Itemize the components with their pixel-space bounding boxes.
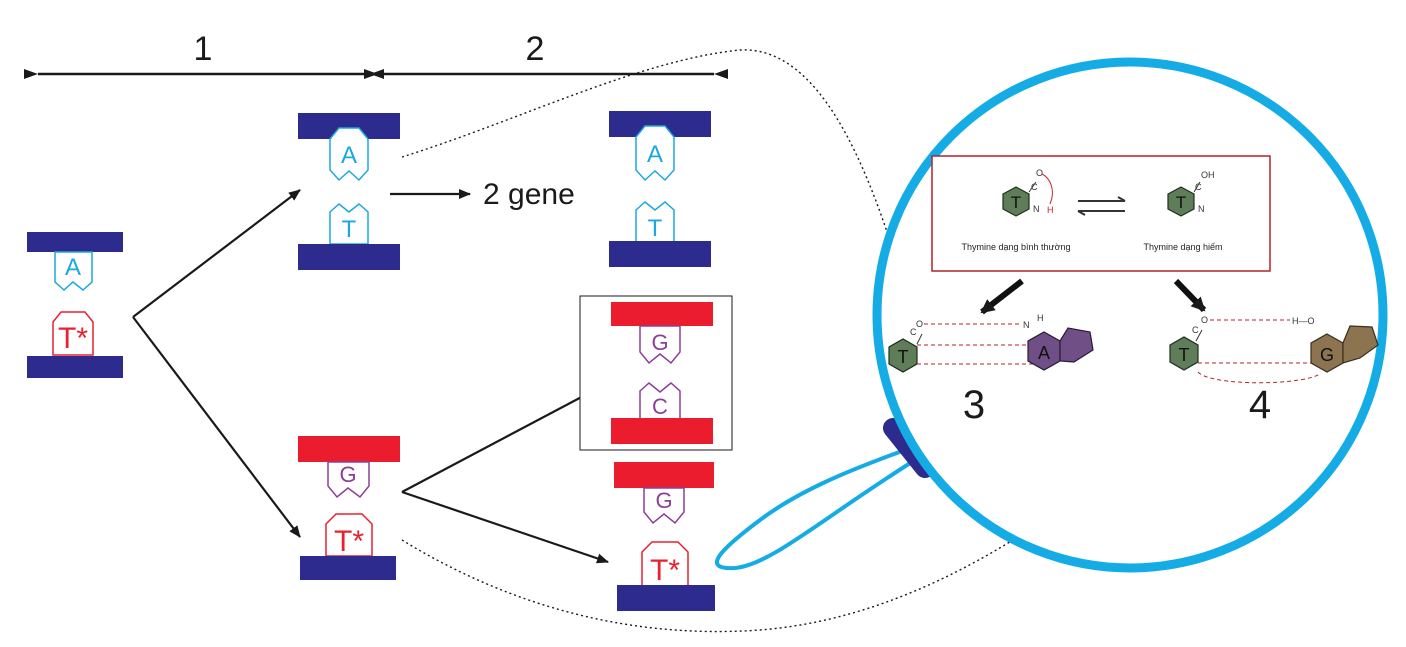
arrow-to-AT (132, 189, 301, 318)
gen2-AT-pair: A T (609, 111, 711, 267)
magnifier (715, 57, 1388, 573)
two-gene-label: 2 gene (483, 178, 575, 211)
gen2-base-G: G (655, 488, 672, 513)
parent-base-Tstar-shape (52, 311, 94, 356)
gen1-base-A: A (341, 142, 357, 169)
gen1-base-T: T (342, 216, 357, 243)
generation-2-span: 2 (364, 30, 728, 79)
gen1-AT-pair: A T (298, 113, 400, 270)
gen2-base-G-boxed: G (651, 330, 668, 355)
thymine-rare-ring (1167, 186, 1195, 217)
gen1-base-G: G (339, 462, 356, 487)
pair4-atom-O: O (1201, 315, 1208, 325)
thymine-rare-T: T (1176, 193, 1186, 212)
atom-O-normal: O (1036, 168, 1043, 178)
arrow-to-GTstar (132, 316, 301, 538)
tautomer-box (931, 155, 1271, 272)
gen1-GTstar-top-strand (298, 436, 400, 462)
thymine-normal-caption: Thymine dạng bình thường (962, 242, 1071, 252)
atom-N-rare: N (1198, 204, 1205, 214)
arrow-to-GTstar-gen2 (401, 490, 609, 564)
generation-1-label: 1 (194, 30, 213, 68)
gen2-base-T: T (648, 215, 663, 242)
pair4-atom-C: C (1192, 325, 1199, 335)
pair4-atom-HO: H—O (1292, 316, 1315, 326)
pair4-thymine-ring (1169, 336, 1199, 371)
pair4-guanine-G: G (1320, 345, 1334, 365)
pair-4-T-G: T C O H—O G 4 (1169, 315, 1379, 427)
parent-bottom-strand (27, 356, 123, 378)
thymine-normal-T: T (1011, 193, 1021, 212)
gen2-GTstar-pair: G T* (614, 462, 715, 611)
atom-N-normal: N (1033, 204, 1040, 214)
parent-top-strand (27, 232, 123, 252)
gen1-base-Tstar: T* (334, 525, 364, 558)
gen2-GC-pair-boxed: G C (579, 295, 733, 451)
gen2-base-A: A (647, 141, 663, 168)
parent-base-A-shape (54, 251, 93, 292)
thymine-rare-caption: Thymine dạng hiếm (1143, 242, 1222, 252)
pair4-guanine-ring2 (1342, 325, 1379, 364)
atom-C-normal: C (1031, 182, 1038, 192)
atom-C-rare: C (1195, 182, 1202, 192)
pair3-adenine-ring2 (1059, 327, 1094, 363)
gen1-AT-bottom-strand (298, 244, 400, 270)
proton-shift-arrow (1041, 173, 1053, 205)
pair-3-label: 3 (963, 383, 985, 427)
pair3-adenine-A: A (1038, 343, 1050, 363)
tautomer-inset: T C O N H Thymine dạng bình thường T C O… (931, 155, 1271, 272)
generation-2-label: 2 (526, 30, 545, 68)
parent-base-Tstar: T* (58, 322, 88, 355)
gen2-base-Tstar: T* (650, 554, 680, 587)
gen2-base-C: C (652, 394, 668, 419)
pair-4-label: 4 (1249, 383, 1271, 427)
pair4-thymine-T: T (1179, 345, 1190, 365)
generation-1-span: 1 (24, 30, 384, 79)
parent-base-A: A (65, 254, 81, 281)
parent-base-pair: A T* (27, 232, 123, 378)
gen1-GTstar-pair: G T* (298, 436, 400, 580)
gen1-GTstar-bottom-strand (300, 556, 396, 580)
dotted-link-to-3 (401, 49, 914, 315)
pair3-atom-N: N (1023, 320, 1030, 330)
pair3-thymine-T: T (898, 347, 909, 367)
pair3-atom-H: H (1037, 313, 1044, 323)
arrow-to-GC (401, 382, 609, 493)
magnifier-handle (715, 448, 917, 571)
atom-OH-rare: OH (1201, 170, 1215, 180)
magnifier-lens (872, 57, 1388, 573)
arrow-rare-to-4 (1173, 278, 1207, 313)
arrow-normal-to-3 (980, 278, 1024, 315)
atom-H-normal: H (1047, 205, 1054, 215)
pair3-atom-O: O (916, 319, 923, 329)
thymine-normal-ring (1002, 186, 1030, 217)
pair3-atom-C: C (910, 327, 917, 337)
pair-3-T-A: T C O N H C A 3 (888, 313, 1094, 427)
